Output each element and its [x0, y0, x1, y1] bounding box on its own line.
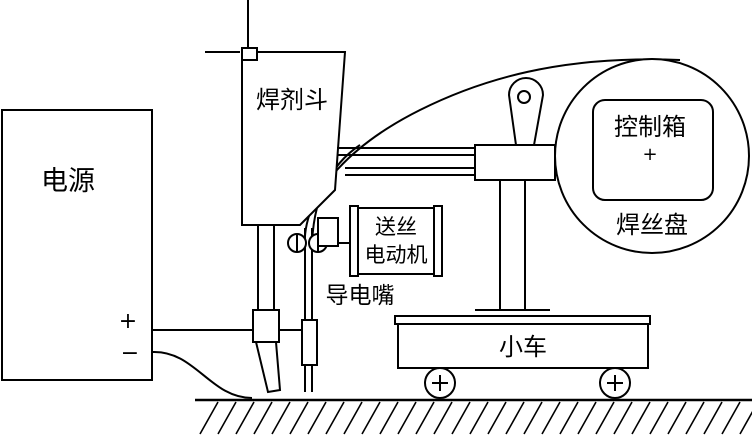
wire-feed-motor-label-2: 电动机 — [365, 243, 428, 267]
hatch-line — [613, 401, 633, 435]
hatch-line — [739, 411, 752, 435]
wire-feed-motor-label-1: 送丝 — [375, 215, 417, 239]
hatch-line — [577, 401, 597, 435]
hatch-line — [649, 401, 669, 435]
hatch-line — [199, 401, 219, 435]
carriage-body — [397, 323, 649, 369]
column — [475, 77, 550, 311]
hatch-line — [631, 401, 651, 435]
wire-reel-label: 焊丝盘 — [616, 211, 688, 239]
hatch-line — [487, 401, 507, 435]
carriage-wheel-right — [599, 367, 631, 399]
hatch-line — [307, 401, 327, 435]
hatch-line — [505, 401, 525, 435]
hatch-line — [541, 401, 561, 435]
hatch-line — [685, 401, 705, 435]
hatch-line — [343, 401, 363, 435]
hatch-line — [523, 401, 543, 435]
minus-terminal-label: − — [121, 341, 139, 366]
hatch-line — [217, 401, 237, 435]
flux-tube — [257, 224, 275, 311]
carriage: 小车 — [394, 315, 651, 399]
wire-feed-motor: 送丝 电动机 — [349, 205, 443, 277]
carriage-label: 小车 — [499, 333, 547, 361]
hatch-line — [415, 401, 435, 435]
hatch-line — [361, 401, 381, 435]
hatch-line — [271, 401, 291, 435]
power-source-box — [1, 109, 153, 381]
flux-hopper-label: 焊剂斗 — [256, 86, 328, 114]
flux-clamp — [252, 309, 280, 343]
hatch-line — [397, 401, 417, 435]
hatch-line — [451, 401, 471, 435]
power-source-label: 电源 — [41, 166, 95, 197]
control-box-plus: + — [642, 144, 657, 165]
hatch-line — [253, 401, 273, 435]
hatch-line — [379, 401, 399, 435]
hatch-line — [721, 401, 741, 435]
contact-tip-label: 导电嘴 — [326, 283, 395, 309]
hatch-line — [667, 401, 687, 435]
pivot-arm — [507, 77, 545, 146]
hatch-line — [469, 401, 489, 435]
hatch-line — [703, 401, 723, 435]
plus-terminal-label: + — [119, 309, 137, 334]
ground — [195, 398, 752, 435]
carriage-top-plate — [394, 315, 651, 325]
flux-nozzle — [254, 341, 282, 394]
negative-cable — [151, 350, 253, 399]
carriage-wheel-left — [424, 367, 456, 399]
contact-tip-body — [301, 319, 318, 366]
feed-rollers — [287, 217, 355, 253]
hatch-line — [235, 401, 255, 435]
hatch-line — [559, 401, 579, 435]
pivot-hole — [517, 90, 531, 104]
hatch-line — [289, 401, 309, 435]
flux-hopper: 焊剂斗 — [205, 47, 347, 394]
hatch-line — [325, 401, 345, 435]
flux-hopper-body — [241, 51, 347, 226]
contact-tip: 导电嘴 — [301, 283, 395, 366]
power-source: 电源 + − — [1, 109, 153, 381]
arm-clamp — [474, 144, 556, 181]
horizontal-arm — [337, 144, 593, 181]
wire-reel: 控制箱 + 焊丝盘 — [554, 58, 750, 254]
control-box — [592, 99, 714, 201]
control-box-label: 控制箱 — [614, 113, 686, 141]
hatch-line — [595, 401, 615, 435]
ground-hatching — [199, 401, 752, 435]
hatch-line — [433, 401, 453, 435]
